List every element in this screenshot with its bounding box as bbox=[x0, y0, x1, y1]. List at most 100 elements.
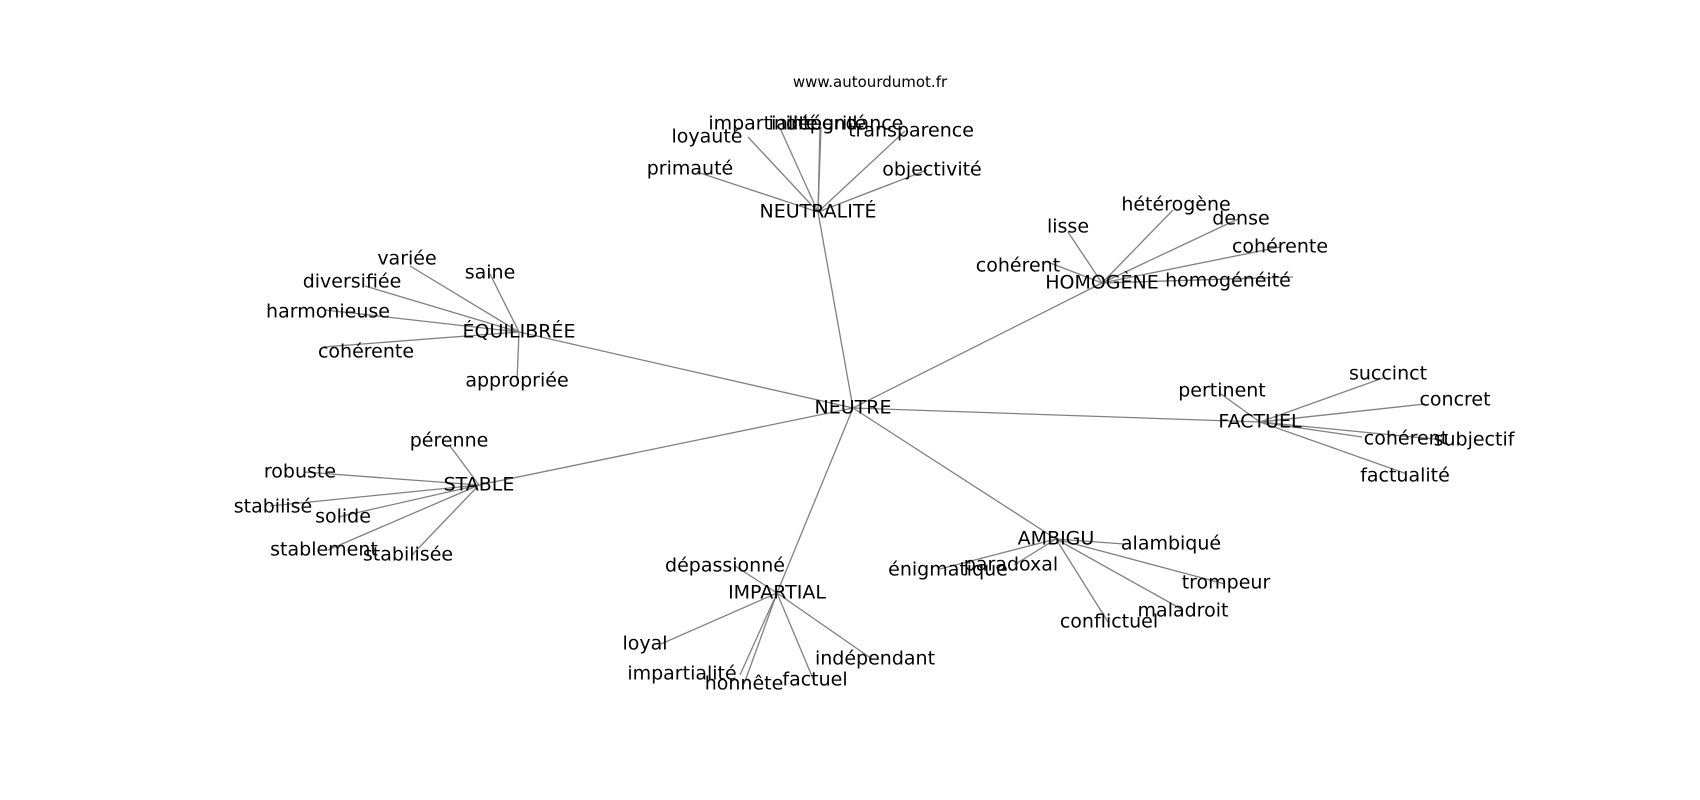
leaf-word: cohérente bbox=[318, 341, 414, 363]
hub-word: HOMOGÈNE bbox=[1045, 271, 1159, 294]
hub-word: AMBIGU bbox=[1018, 528, 1095, 550]
leaf-word: objectivité bbox=[882, 159, 982, 181]
graph-edges bbox=[269, 126, 1445, 685]
edge-hub-to-leaf bbox=[1101, 246, 1281, 284]
edge-center-to-hub bbox=[776, 407, 854, 594]
leaf-word: diversifiée bbox=[303, 271, 402, 293]
edge-center-to-hub bbox=[852, 407, 1057, 540]
leaf-word: hétérogène bbox=[1121, 194, 1230, 216]
leaf-word: harmonieuse bbox=[266, 301, 390, 323]
edge-hub-to-leaf bbox=[1220, 393, 1261, 423]
edge-hub-to-leaf bbox=[660, 592, 778, 645]
edge-hub-to-leaf bbox=[337, 484, 480, 518]
edge-hub-to-leaf bbox=[1101, 218, 1239, 284]
leaf-word: alambiqué bbox=[1121, 533, 1221, 555]
edge-hub-to-leaf bbox=[1067, 231, 1103, 284]
leaf-word: saine bbox=[465, 262, 516, 284]
hub-word: FACTUEL bbox=[1218, 411, 1302, 433]
edge-hub-to-leaf bbox=[449, 445, 480, 486]
edge-hub-to-leaf bbox=[734, 565, 778, 594]
leaf-word: maladroit bbox=[1138, 600, 1229, 622]
edge-hub-to-leaf bbox=[817, 127, 821, 213]
edge-hub-to-leaf bbox=[743, 592, 778, 685]
leaf-word: pérenne bbox=[410, 430, 489, 452]
edge-hub-to-leaf bbox=[1259, 421, 1408, 475]
leaf-word: concret bbox=[1419, 389, 1490, 411]
graph-labels: www.autourdumot.fr primauté loyauté impart… bbox=[234, 73, 1516, 695]
leaf-word: stablement bbox=[270, 539, 378, 561]
leaf-word: loyauté bbox=[672, 126, 743, 148]
leaf-word: solide bbox=[315, 506, 371, 528]
edge-center-to-hub bbox=[518, 331, 854, 409]
hub-word: ÉQUILIBRÉE bbox=[463, 320, 576, 343]
edge-hub-to-leaf bbox=[1055, 538, 1109, 623]
leaf-word: impartialité bbox=[627, 663, 736, 685]
source-label: www.autourdumot.fr bbox=[793, 73, 948, 91]
edge-hub-to-leaf bbox=[324, 309, 520, 333]
leaf-word: stabilisée bbox=[363, 544, 453, 566]
leaf-word: énigmatique bbox=[888, 559, 1008, 581]
edge-hub-to-leaf bbox=[776, 592, 873, 660]
leaf-word: cohérent bbox=[1364, 428, 1448, 450]
edge-hub-to-leaf bbox=[1013, 538, 1057, 566]
edge-hub-to-leaf bbox=[739, 592, 778, 676]
hub-word: STABLE bbox=[444, 474, 515, 496]
leaf-word: pertinent bbox=[1178, 380, 1266, 402]
leaf-word: factuel bbox=[782, 669, 847, 691]
edge-center-to-hub bbox=[478, 407, 854, 486]
edge-hub-to-leaf bbox=[364, 285, 520, 333]
edge-hub-to-leaf bbox=[1259, 403, 1426, 423]
leaf-word: succinct bbox=[1349, 363, 1427, 385]
leaf-word: factualité bbox=[1360, 465, 1450, 487]
leaf-word: intégrité bbox=[786, 113, 867, 135]
leaf-word: lisse bbox=[1047, 216, 1089, 238]
edge-hub-to-leaf bbox=[776, 592, 815, 682]
edge-hub-to-leaf bbox=[1259, 421, 1445, 441]
leaf-word: variée bbox=[377, 248, 436, 270]
leaf-word: cohérente bbox=[1232, 236, 1328, 258]
edge-hub-to-leaf bbox=[516, 331, 520, 382]
leaf-word: appropriée bbox=[465, 370, 568, 392]
edge-hub-to-leaf bbox=[327, 484, 480, 551]
leaf-word: indépendance bbox=[769, 113, 904, 135]
edge-hub-to-leaf bbox=[1044, 260, 1103, 284]
leaf-word: robuste bbox=[264, 461, 336, 483]
edge-hub-to-leaf bbox=[1101, 209, 1174, 284]
edge-hub-to-leaf bbox=[1259, 421, 1363, 438]
edge-hub-to-leaf bbox=[939, 538, 1057, 570]
edge-hub-to-leaf bbox=[1055, 538, 1125, 545]
edge-hub-to-leaf bbox=[779, 127, 819, 213]
edge-hub-to-leaf bbox=[817, 169, 928, 213]
leaf-word: loyal bbox=[622, 633, 667, 655]
leaf-word: dépassionné bbox=[665, 555, 785, 577]
edge-hub-to-leaf bbox=[322, 331, 520, 348]
leaf-word: primauté bbox=[647, 158, 733, 180]
leaf-word: indépendant bbox=[815, 648, 935, 670]
leaf-word: transparence bbox=[848, 120, 974, 142]
leaf-word: cohérent bbox=[976, 255, 1060, 277]
edge-hub-to-leaf bbox=[696, 171, 819, 213]
edge-hub-to-leaf bbox=[269, 484, 480, 507]
edge-hub-to-leaf bbox=[489, 273, 520, 333]
leaf-word: stabilisé bbox=[234, 496, 312, 518]
leaf-word: subjectif bbox=[1434, 429, 1516, 451]
edge-hub-to-leaf bbox=[1101, 276, 1294, 284]
edge-center-to-hub bbox=[852, 407, 1261, 423]
edge-hub-to-leaf bbox=[817, 130, 906, 213]
hub-word: NEUTRALITÉ bbox=[760, 200, 877, 223]
leaf-word: dense bbox=[1212, 208, 1269, 230]
leaf-word: trompeur bbox=[1182, 572, 1271, 594]
leaf-word: paradoxal bbox=[964, 554, 1058, 576]
leaf-word: conflictuel bbox=[1060, 611, 1158, 633]
edge-center-to-hub bbox=[817, 211, 854, 409]
edge-hub-to-leaf bbox=[747, 136, 819, 213]
edge-hub-to-leaf bbox=[1259, 377, 1384, 423]
edge-hub-to-leaf bbox=[411, 484, 480, 556]
edge-hub-to-leaf bbox=[303, 471, 480, 486]
leaf-word: homogénéité bbox=[1165, 270, 1291, 292]
edge-hub-to-leaf bbox=[409, 265, 520, 333]
edge-hub-to-leaf bbox=[1055, 538, 1226, 585]
edge-center-to-hub bbox=[852, 282, 1103, 409]
hub-word: IMPARTIAL bbox=[728, 582, 826, 604]
